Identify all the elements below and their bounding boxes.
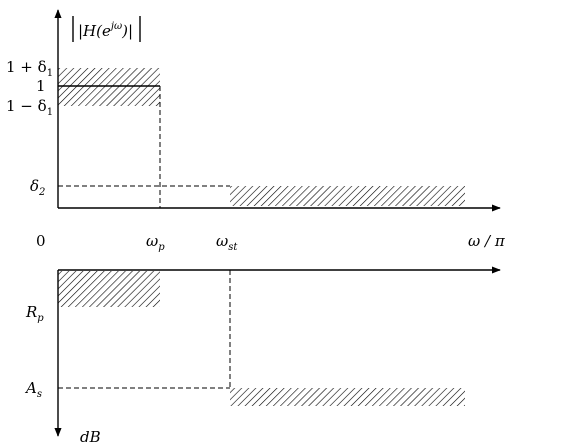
magnitude-axis-label: |H(ejω)| — [78, 21, 133, 40]
stopband-tolerance-band — [230, 186, 465, 206]
passband-tolerance-band — [58, 68, 160, 106]
tick-one: 1 — [36, 77, 46, 95]
tick-omega-st: ωst — [216, 232, 238, 253]
frequency-axis-label: ω / π — [468, 232, 506, 250]
origin-label: 0 — [36, 232, 46, 250]
tick-rp: Rp — [25, 303, 44, 324]
tick-delta2: δ2 — [30, 177, 45, 198]
passband-ripple-band — [58, 271, 160, 307]
tick-omega-p: ωp — [146, 232, 165, 253]
magnitude-plot: |H(ejω)| 1 + δ1 1 1 − δ1 δ2 0 ωp ωst ω /… — [6, 9, 506, 253]
attenuation-plot: Rp As dB — [24, 266, 501, 446]
tick-one-minus-delta1: 1 − δ1 — [6, 97, 53, 118]
tick-one-plus-delta1: 1 + δ1 — [6, 58, 53, 79]
db-axis-label: dB — [80, 428, 101, 446]
stopband-attenuation-band — [230, 388, 465, 406]
tick-as: As — [24, 379, 42, 400]
